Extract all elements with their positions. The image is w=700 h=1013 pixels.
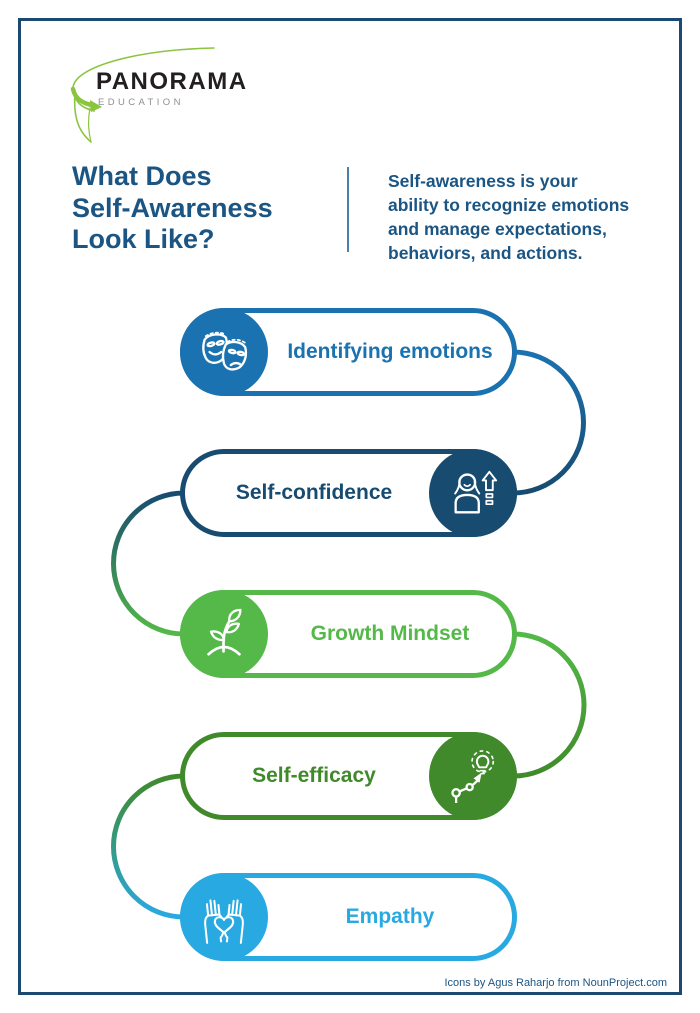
icon-attribution: Icons by Agus Raharjo from NounProject.c… (444, 977, 667, 989)
title-line: Look Like? (72, 224, 215, 254)
step-pill-self-efficacy: Self-efficacy (180, 732, 517, 820)
step-label: Identifying emotions (287, 340, 493, 363)
connector-arc-1-2 (510, 349, 586, 496)
connector-arc-2-3 (111, 490, 187, 637)
sprout-icon (180, 590, 268, 678)
description-line: Self-awareness is your (388, 171, 578, 191)
step-pill-empathy: Empathy (180, 873, 517, 961)
intro-description: Self-awareness is your ability to recogn… (388, 169, 629, 265)
step-pill-growth-mindset: Growth Mindset (180, 590, 517, 678)
description-line: behaviors, and actions. (388, 243, 583, 263)
path-to-idea-icon (429, 732, 517, 820)
step-label: Self-confidence (235, 481, 393, 504)
logo-tagline: EDUCATION (98, 97, 184, 108)
logo-brand-name: PANORAMA (96, 68, 248, 95)
title-line: Self-Awareness (72, 192, 273, 223)
step-pill-identifying-emotions: Identifying emotions (180, 308, 517, 396)
step-label: Growth Mindset (310, 622, 470, 645)
step-pill-self-confidence: Self-confidence (180, 449, 517, 537)
description-line: and manage expectations, (388, 219, 607, 239)
person-rising-icon (429, 449, 517, 537)
connector-arc-4-5 (111, 773, 187, 920)
connector-arc-3-4 (510, 631, 587, 779)
logo-swoosh-icon (70, 47, 215, 143)
step-label: Empathy (345, 905, 435, 928)
header-divider (347, 167, 349, 252)
hands-holding-heart-icon (180, 873, 268, 961)
page-border-frame (18, 18, 682, 995)
theater-masks-icon (180, 308, 268, 396)
panorama-logo: PANORAMA EDUCATION (62, 44, 262, 154)
description-line: ability to recognize emotions (388, 195, 630, 215)
page-title: What Does Self-Awareness Look Like? (72, 161, 273, 256)
step-label: Self-efficacy (252, 764, 376, 787)
title-line: What Does (72, 161, 212, 191)
